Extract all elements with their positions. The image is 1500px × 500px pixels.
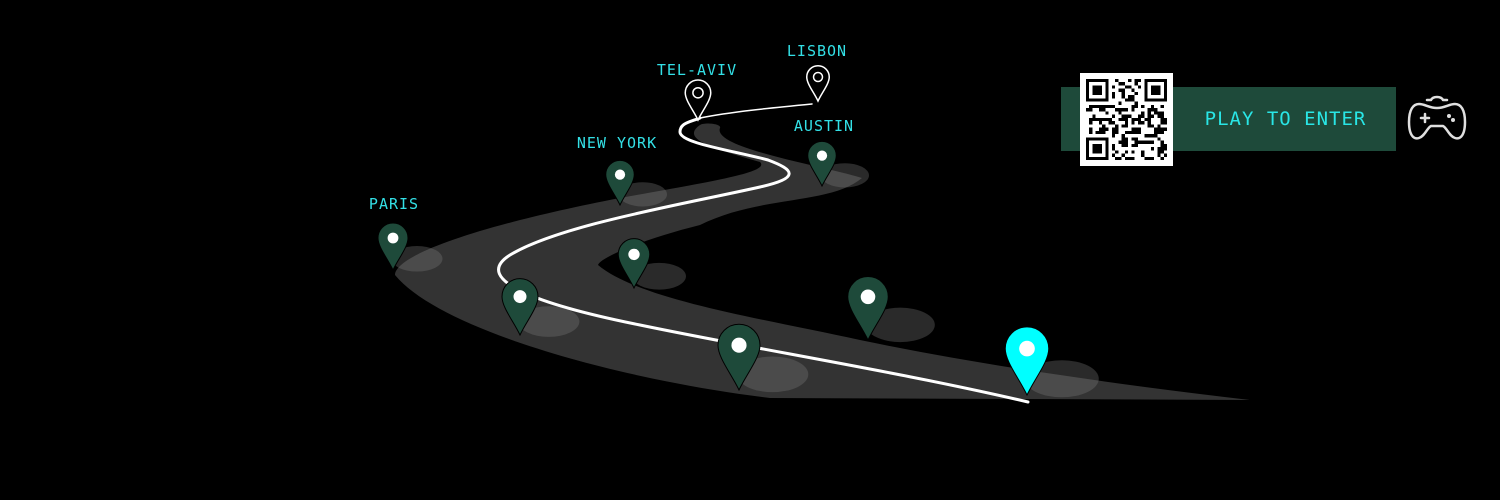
map-pin-icon [501,278,539,337]
city-label: NEW YORK [577,134,657,152]
city-pin-paris[interactable] [377,222,443,272]
pin-shadow [518,306,580,337]
pin-shadow [1024,360,1099,398]
route-stop-pin[interactable] [847,276,935,343]
pin-dot [816,150,828,161]
pin-dot [692,86,704,99]
city-pin-new-york[interactable] [605,159,668,207]
map-pin-icon [684,79,712,122]
route-line-upcoming [699,103,813,119]
route-stop-pin[interactable] [501,278,580,337]
play-to-enter-label[interactable]: PLAY TO ENTER [1204,108,1367,130]
map-pin-icon [807,140,837,188]
pin-shadow [632,262,686,290]
pin-dot [614,169,626,180]
pin-shadow [865,307,935,343]
map-pin-icon [377,222,409,272]
route-stop-pin[interactable] [717,323,809,393]
map-pin-icon [617,238,651,290]
qr-code-icon[interactable] [1080,73,1173,166]
map-pin-icon [805,65,831,103]
map-pin-icon [1004,326,1050,397]
city-pin-austin[interactable] [807,140,870,188]
current-location-pin[interactable] [1004,326,1099,398]
pin-dot [1019,340,1035,357]
road [395,123,1250,401]
pin-shadow [618,182,668,207]
pin-dot [513,290,527,304]
city-label: AUSTIN [794,117,854,135]
pin-shadow [736,356,809,393]
pin-dot [731,337,747,353]
route-stop-pin[interactable] [617,238,686,290]
city-label: LISBON [787,42,847,60]
gamepad-icon[interactable] [1405,92,1469,144]
city-label: PARIS [369,195,419,213]
map-pin-icon [847,276,889,342]
pin-dot [628,248,640,261]
city-pin-tel-aviv[interactable] [684,79,712,122]
city-pin-lisbon[interactable] [805,65,831,103]
pin-dot [812,71,824,83]
pin-shadow [391,246,443,272]
pin-dot [387,232,399,244]
map-pin-icon [605,159,635,207]
pin-dot [860,289,876,305]
map-pin-icon [717,323,761,392]
city-label: TEL-AVIV [657,61,737,79]
pin-shadow [820,163,870,188]
